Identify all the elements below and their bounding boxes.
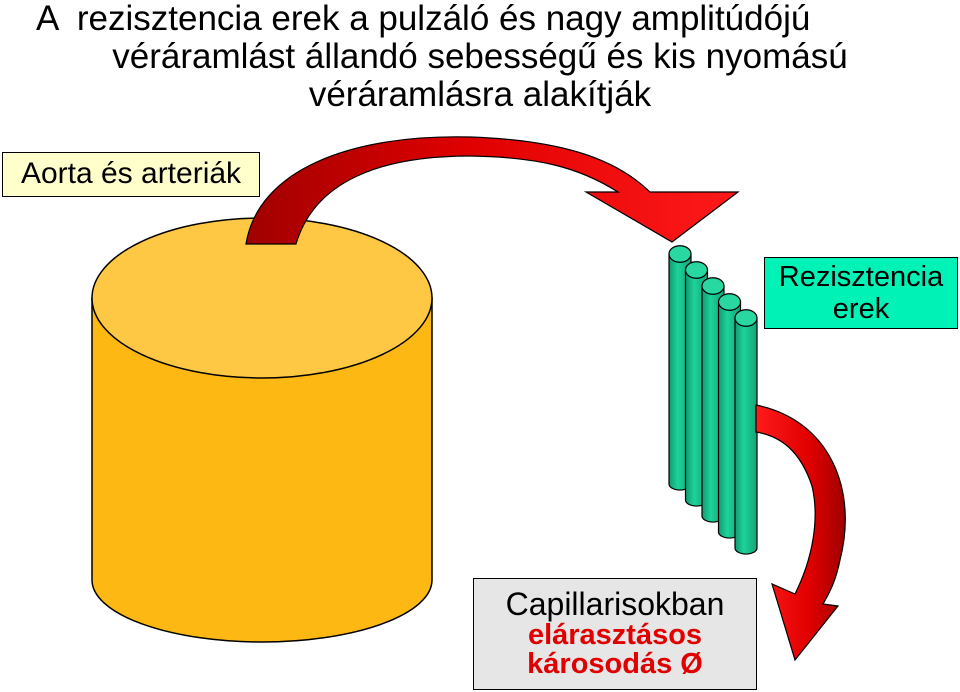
resistance-tube <box>734 309 758 555</box>
resistance-vessels-label: Rezisztencia erek <box>764 257 958 329</box>
resistance-label-line-1: Rezisztencia <box>778 261 944 293</box>
tube-top <box>668 245 692 263</box>
capillary-label-note-2: károsodás Ø <box>527 648 703 680</box>
aorta-cylinder <box>91 217 433 643</box>
upper-flow-arrow <box>245 136 740 245</box>
tube-top <box>717 293 742 311</box>
title-line-1: A rezisztencia erek a pulzáló és nagy am… <box>36 0 811 38</box>
upper-arrow-body <box>245 136 740 245</box>
tube-top <box>684 261 709 279</box>
title-line-2: véráramlást állandó sebességű és kis nyo… <box>112 37 848 76</box>
capillary-label-note-1: elárasztásos <box>527 619 703 651</box>
diagram-title: A rezisztencia erek a pulzáló és nagy am… <box>0 0 960 114</box>
lower-flow-arrow <box>755 404 846 662</box>
lower-arrow-body <box>755 404 846 662</box>
resistance-tubes <box>668 245 758 555</box>
capillary-label-title: Capillarisokban <box>505 586 725 622</box>
title-line-3: véráramlásra alakítják <box>308 75 652 114</box>
tube-body <box>734 317 758 555</box>
capillary-label: Capillarisokban elárasztásos károsodás Ø <box>473 578 757 690</box>
cylinder-body <box>91 297 433 643</box>
resistance-label-line-2: erek <box>832 293 890 325</box>
tube-top <box>734 309 758 327</box>
aorta-label: Aorta és arteriák <box>2 152 260 197</box>
tube-top <box>701 277 725 295</box>
